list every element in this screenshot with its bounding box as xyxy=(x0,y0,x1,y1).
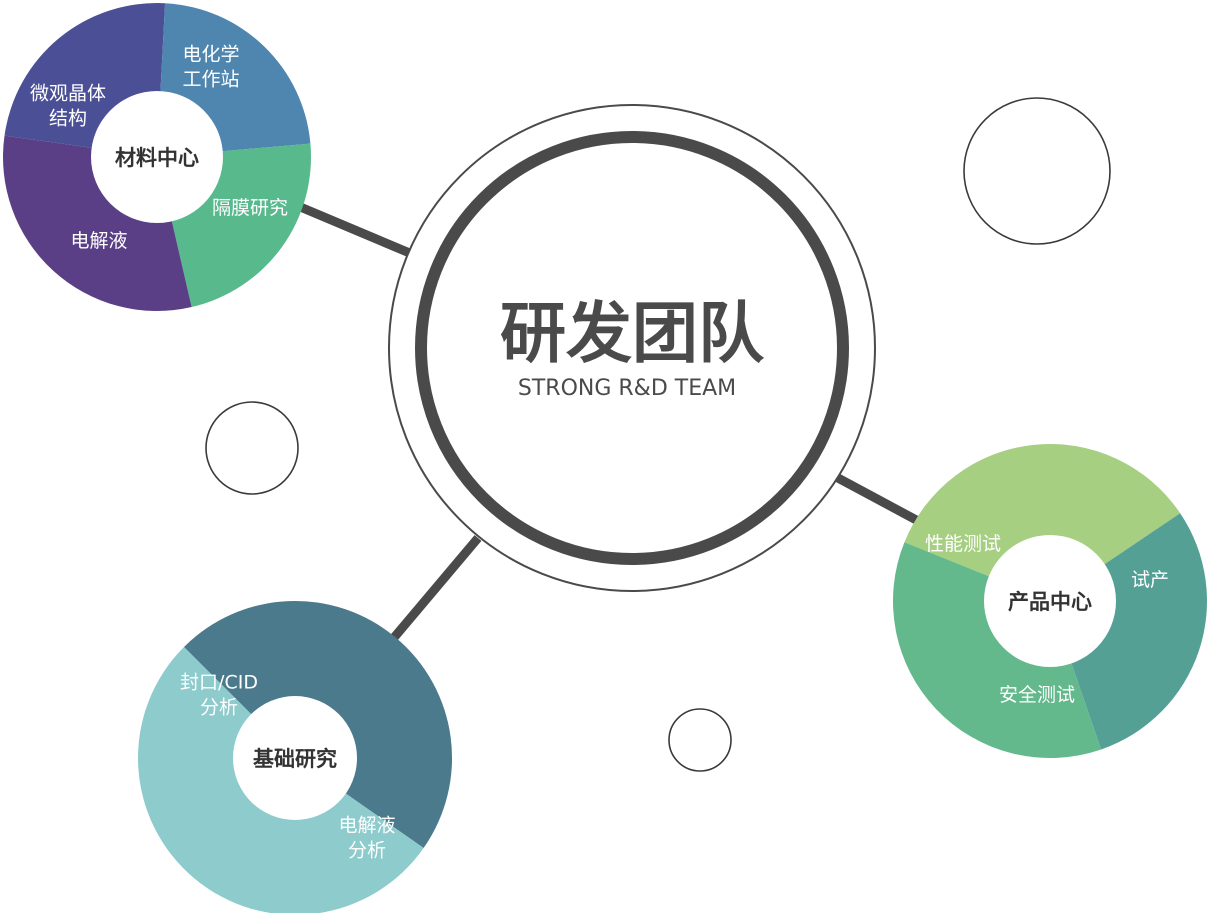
basic-hub-circle xyxy=(233,696,357,820)
connector-product xyxy=(835,474,923,526)
product-segment xyxy=(892,542,1102,759)
materials-segment-label-line: 电化学 xyxy=(182,44,239,66)
center-title: 研发团队 xyxy=(500,295,765,372)
basic-segment-label: 封口/CID 分析 xyxy=(180,672,258,719)
product-segment xyxy=(904,444,1181,601)
materials-segment-label: 微观晶体结构 xyxy=(30,83,106,130)
decor-circle-small xyxy=(668,708,732,772)
basic-hub-label: 基础研究 xyxy=(253,747,337,771)
product-segment-label-line: 试产 xyxy=(1131,569,1169,591)
materials-segment-label-line: 微观晶体 xyxy=(30,83,106,105)
product-segment-label: 安全测试 xyxy=(999,684,1075,706)
connector-basic xyxy=(388,535,482,643)
decor-circle-large xyxy=(963,97,1111,245)
materials-hub-circle xyxy=(91,91,223,223)
materials-segment-label-line: 结构 xyxy=(49,108,87,130)
materials-segment-label-line: 电解液 xyxy=(70,230,127,252)
materials-segment-label-line: 隔膜研究 xyxy=(212,197,288,219)
materials-segment-label: 隔膜研究 xyxy=(212,197,288,219)
product-segment-label: 性能测试 xyxy=(925,533,1001,555)
product-segment-label: 试产 xyxy=(1131,569,1169,591)
center-subtitle: STRONG R&D TEAM xyxy=(518,376,736,401)
decor-circle-medium xyxy=(205,401,299,495)
materials-hub-label: 材料中心 xyxy=(115,146,199,170)
basic-segment-label-line: 分析 xyxy=(200,697,238,719)
center-inner-ring xyxy=(415,131,849,565)
product-segment-label-line: 性能测试 xyxy=(925,533,1001,555)
basic-segment-label-line: 封口/CID xyxy=(180,672,258,694)
basic-segment-label: 电解液分析 xyxy=(338,815,395,862)
center-hub: 研发团队 STRONG R&D TEAM xyxy=(388,104,876,592)
product-segment xyxy=(1050,513,1207,750)
basic-segment-label-line: 分析 xyxy=(348,840,386,862)
materials-segment-label: 电化学工作站 xyxy=(182,44,239,91)
product-hub-label: 产品中心 xyxy=(1008,590,1092,614)
basic-segment-label-line: 电解液 xyxy=(338,815,395,837)
materials-segment-label-line: 工作站 xyxy=(182,69,239,91)
product-hub-circle xyxy=(984,535,1116,667)
product-segment-label-line: 安全测试 xyxy=(999,684,1075,706)
connector-materials xyxy=(296,201,414,259)
materials-segment-label: 电解液 xyxy=(70,230,127,252)
